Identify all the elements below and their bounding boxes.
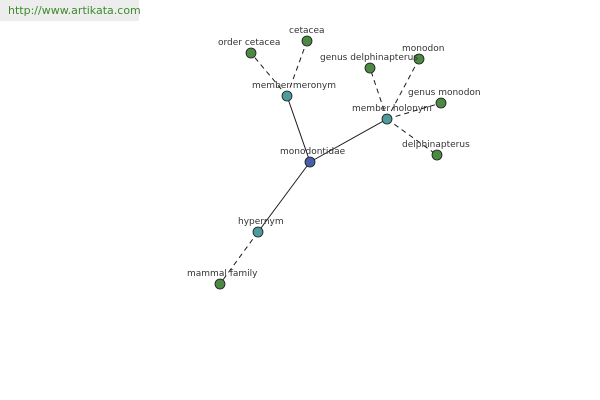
edge-member-meronym-to-order-cetacea xyxy=(250,52,288,97)
edge-member-holonym-to-monodon xyxy=(386,58,420,120)
node-genus-monodon[interactable] xyxy=(435,97,447,109)
node-label-genus-delphinapterus[interactable]: genus delphinapterus xyxy=(320,53,418,63)
node-label-member-holonym[interactable]: member holonym xyxy=(352,104,432,114)
node-cetacea[interactable] xyxy=(301,35,313,47)
node-mammal-family[interactable] xyxy=(214,278,226,290)
node-delphinapterus[interactable] xyxy=(431,149,443,161)
node-label-order-cetacea[interactable]: order cetacea xyxy=(218,38,280,48)
edge-member-meronym-to-cetacea xyxy=(286,40,308,97)
edge-monodontidae-to-member-holonym xyxy=(309,118,388,163)
source-url-link[interactable]: http://www.artikata.com xyxy=(8,4,141,17)
node-monodontidae[interactable] xyxy=(304,156,316,168)
node-member-holonym[interactable] xyxy=(381,113,393,125)
source-url-banner: http://www.artikata.com xyxy=(0,0,141,21)
node-monodon[interactable] xyxy=(413,53,425,65)
node-label-monodontidae[interactable]: monodontidae xyxy=(280,147,346,157)
node-order-cetacea[interactable] xyxy=(245,47,257,59)
node-label-cetacea[interactable]: cetacea xyxy=(289,26,325,36)
node-label-genus-monodon[interactable]: genus monodon xyxy=(408,88,481,98)
edge-hypernym-to-mammal-family xyxy=(219,231,259,285)
edge-monodontidae-to-hypernym xyxy=(257,161,311,233)
node-label-monodon[interactable]: monodon xyxy=(402,44,444,54)
edge-member-holonym-to-delphinapterus xyxy=(386,118,438,156)
node-hypernym[interactable] xyxy=(252,226,264,238)
edge-member-holonym-to-genus-monodon xyxy=(386,102,442,120)
node-member-meronym[interactable] xyxy=(281,90,293,102)
node-label-member-meronym[interactable]: member meronym xyxy=(252,81,336,91)
node-label-hypernym[interactable]: hypernym xyxy=(238,217,284,227)
node-genus-delphinapterus[interactable] xyxy=(364,62,376,74)
node-label-mammal-family[interactable]: mammal family xyxy=(187,269,258,279)
edge-monodontidae-to-member-meronym xyxy=(286,95,311,163)
node-label-delphinapterus[interactable]: delphinapterus xyxy=(402,140,470,150)
